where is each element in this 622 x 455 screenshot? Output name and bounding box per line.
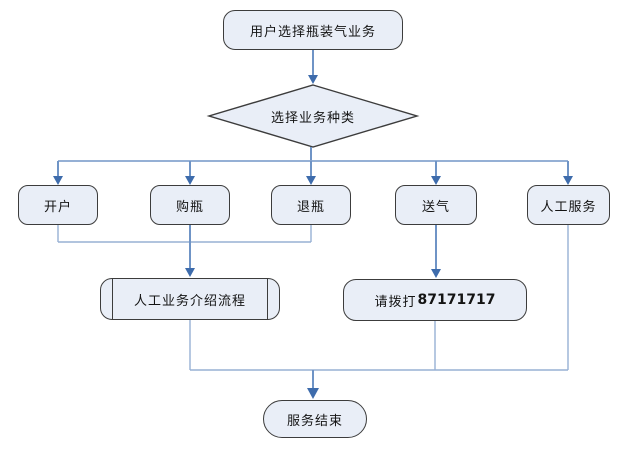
call-hotline-prefix: 请拨打 (374, 294, 417, 310)
branch-node-buy-bottle: 购瓶 (150, 185, 230, 225)
decision-diamond-shape (206, 84, 420, 148)
start-node-label: 用户选择瓶装气业务 (249, 24, 376, 40)
branch-node-return-bottle: 退瓶 (271, 185, 351, 225)
branch-manual-service-label: 人工服务 (540, 199, 597, 215)
arrowhead-icons (53, 75, 573, 399)
branch-node-gas-delivery: 送气 (395, 185, 477, 225)
flow-lines (57, 50, 569, 389)
decision-node: 选择业务种类 (209, 85, 417, 147)
branch-return-bottle-label: 退瓶 (296, 199, 325, 215)
end-node-label: 服务结束 (286, 413, 343, 429)
call-hotline-phone-number: 87171717 (417, 292, 496, 308)
branch-gas-delivery-label: 送气 (421, 199, 450, 215)
branch-node-manual-service: 人工服务 (527, 185, 610, 225)
decision-node-label: 选择业务种类 (270, 110, 355, 126)
branch-node-open-account: 开户 (18, 185, 98, 225)
end-node: 服务结束 (263, 400, 367, 438)
branch-open-account-label: 开户 (43, 199, 72, 215)
manual-intro-process-label: 人工业务介绍流程 (133, 293, 246, 309)
manual-intro-process-node: 人工业务介绍流程 (100, 278, 280, 320)
branch-buy-bottle-label: 购瓶 (175, 199, 204, 215)
connector-lines (57, 222, 569, 371)
start-node: 用户选择瓶装气业务 (223, 10, 403, 50)
